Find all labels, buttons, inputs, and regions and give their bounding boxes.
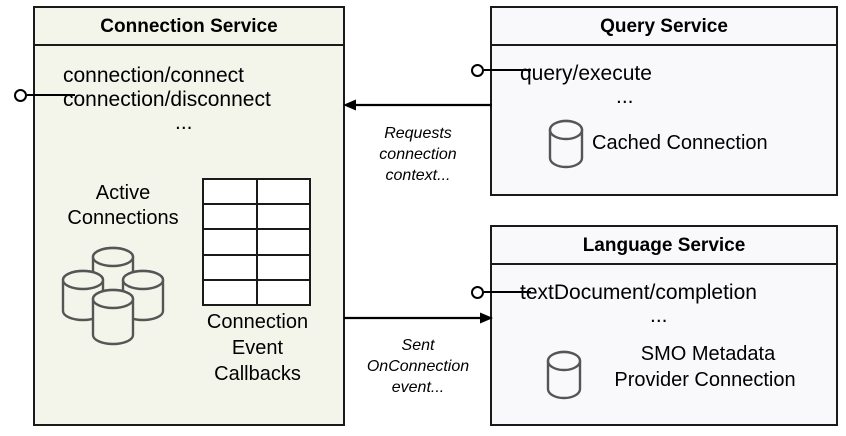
table-cell (257, 205, 311, 231)
query-service-operations-ellipsis: ... (616, 85, 634, 108)
lollipop-provided-interface-icon (14, 89, 27, 102)
lollipop-stem (484, 291, 531, 293)
lollipop-stem (484, 69, 531, 71)
lollipop-stem (27, 94, 75, 96)
table-cell (204, 180, 258, 206)
table-cell (257, 280, 311, 306)
edge-label-line1: Requests (384, 125, 452, 142)
arrow-connection-to-language (344, 312, 493, 324)
cached-connection-label: Cached Connection (592, 132, 768, 154)
active-connections-label-line2: Connections (67, 207, 179, 229)
edge-label-line3: event... (391, 378, 445, 396)
query-service-title: Query Service (492, 8, 836, 46)
connection-service-body: connection/connect connection/disconnect… (35, 46, 343, 424)
multiple-database-cylinders-icon (61, 246, 165, 346)
edge-label-line1: Sent (401, 337, 435, 354)
table-cell (204, 255, 258, 281)
language-service-title: Language Service (492, 227, 836, 265)
arrow-query-to-connection (343, 99, 492, 111)
query-service-operation-execute: query/execute (520, 62, 652, 85)
component-connection-service[interactable]: Connection Service connection/connect co… (33, 6, 345, 426)
connection-service-operation-connect: connection/connect (63, 64, 244, 87)
smo-metadata-label-line1: SMO Metadata (640, 343, 776, 365)
connection-service-operation-disconnect: connection/disconnect (63, 88, 271, 111)
edge-label-line2: OnConnection (366, 357, 470, 375)
connection-service-operations-ellipsis: ... (175, 111, 193, 134)
language-service-operations-ellipsis: ... (650, 304, 668, 327)
table-cell (257, 255, 311, 281)
edge-label-line2: connection (379, 145, 457, 163)
table-cell (204, 205, 258, 231)
connection-event-callbacks-label-line2: Event (231, 337, 284, 359)
edge-label-line3: context... (385, 166, 451, 184)
component-query-service[interactable]: Query Service query/execute ... Cached C… (490, 6, 838, 196)
table-grid-icon (202, 178, 311, 306)
edge-label-sent-onconnection-event: Sent OnConnection event... (353, 336, 483, 398)
lollipop-provided-interface-icon (471, 64, 484, 77)
database-cylinder-icon (546, 350, 582, 400)
connection-event-callbacks-label-line1: Connection (206, 311, 309, 333)
language-service-operation-completion: textDocument/completion (520, 281, 757, 304)
active-connections-label-line1: Active (95, 182, 151, 204)
connection-event-callbacks-label-line3: Callbacks (214, 363, 301, 385)
connection-service-title: Connection Service (35, 8, 343, 46)
smo-metadata-label-line2: Provider Connection (614, 369, 796, 391)
edge-label-requests-connection-context: Requests connection context... (353, 124, 483, 186)
query-service-body: query/execute ... Cached Connection (492, 46, 836, 194)
language-service-body: textDocument/completion ... SMO Metadata… (492, 265, 836, 424)
table-cell (204, 280, 258, 306)
database-cylinder-icon (548, 119, 584, 169)
table-cell (257, 180, 311, 206)
table-cell (257, 230, 311, 256)
table-cell (204, 230, 258, 256)
lollipop-provided-interface-icon (471, 286, 484, 299)
component-language-service[interactable]: Language Service textDocument/completion… (490, 225, 838, 426)
